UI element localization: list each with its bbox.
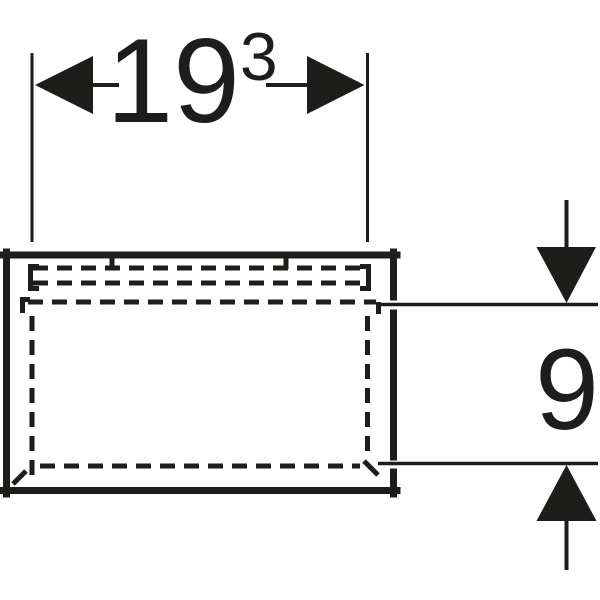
- lid-bracket-right: [360, 264, 371, 291]
- hidden-edges: [11, 255, 381, 486]
- dimension-arrow-left-icon: [35, 56, 93, 114]
- dimension-arrow-up-icon: [536, 465, 597, 521]
- chamfer-tick-bottom-left: [11, 469, 28, 486]
- width-dimension: 193: [30, 14, 369, 242]
- lid-bracket-left: [28, 264, 39, 291]
- product-outline: [0, 248, 401, 498]
- chamfer-tick-bottom-right: [362, 459, 380, 477]
- dimension-arrow-right-icon: [307, 56, 365, 114]
- height-dimension-label: 9: [535, 326, 599, 454]
- height-dimension: 9: [378, 200, 599, 570]
- dimension-arrow-down-icon: [536, 247, 596, 303]
- width-dimension-value: 19: [106, 14, 239, 148]
- width-dimension-superscript: 3: [240, 19, 278, 95]
- width-dimension-label: 193: [106, 14, 277, 148]
- rim-hook-left: [20, 297, 30, 313]
